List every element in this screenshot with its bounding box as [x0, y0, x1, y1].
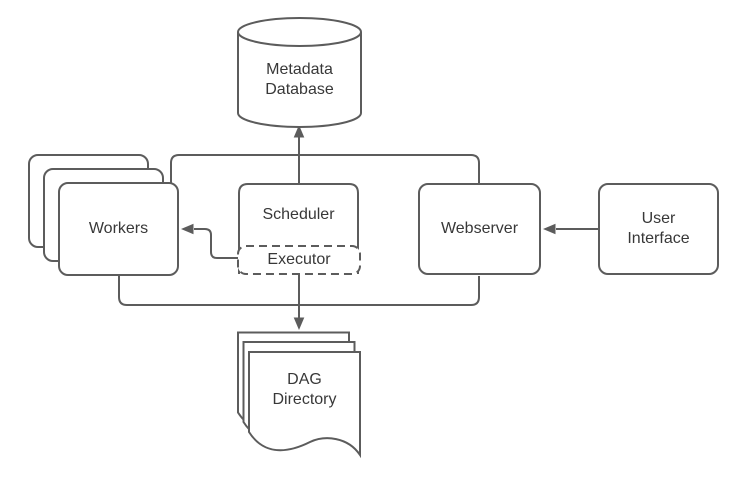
user-interface-node — [598, 183, 719, 275]
arrowhead-webserver-icon — [543, 223, 556, 235]
arrowhead-workers-icon — [181, 223, 194, 235]
webserver-node — [418, 183, 541, 275]
arrowhead-database-icon — [293, 125, 305, 138]
metadata-database-node — [237, 17, 362, 128]
metadata-database-ellipse — [237, 31, 362, 47]
edge-executor-to-workers — [194, 228, 239, 259]
workers-node — [58, 182, 179, 276]
dag-directory-node — [248, 351, 361, 459]
arrowhead-dag-icon — [293, 317, 305, 330]
executor-node — [237, 245, 361, 275]
edge-top-bus — [170, 154, 480, 183]
